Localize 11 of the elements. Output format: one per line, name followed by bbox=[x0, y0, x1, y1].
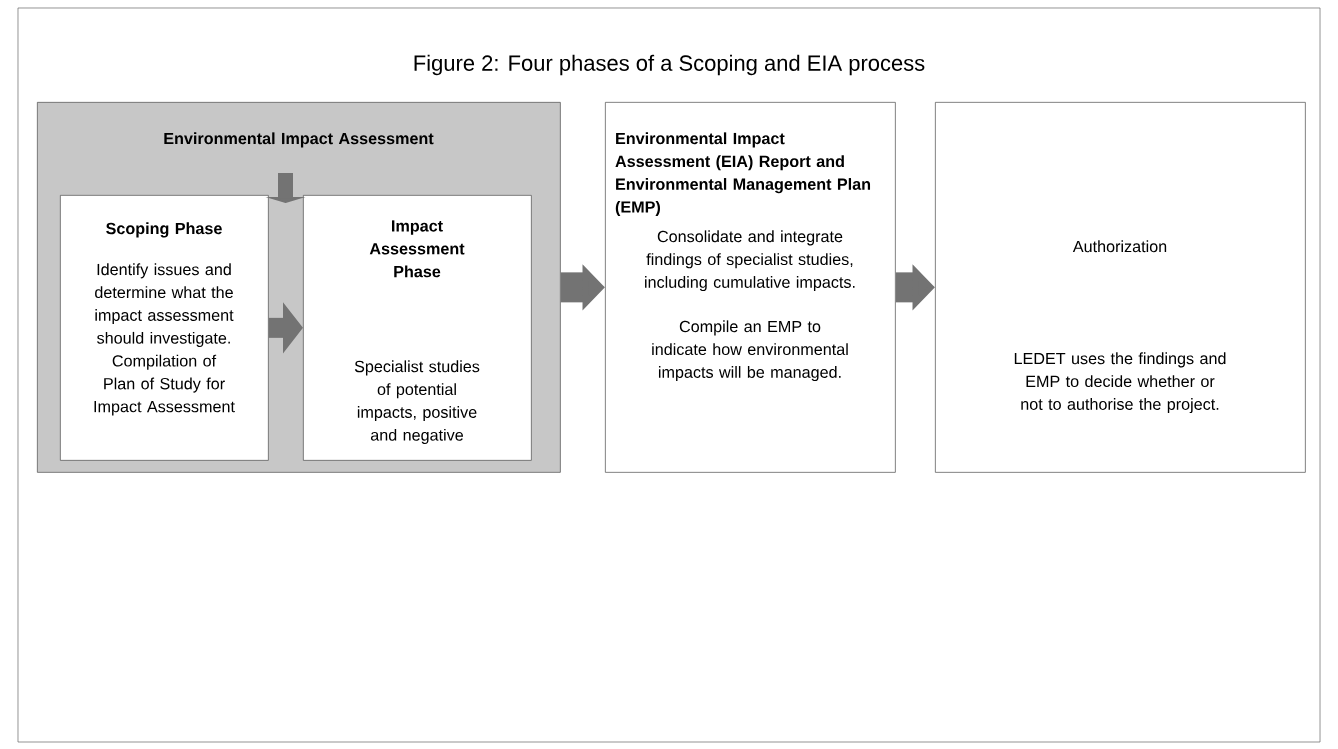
heading: Environmental Impact Assessment bbox=[164, 132, 434, 148]
body-text: Identify issues and determine what the impact assessment should investigate. Compilation of Plan of Study for Impact Assessment bbox=[94, 263, 235, 416]
body-text: LEDET uses the findings and EMP to decide whether or not to authorise the project. bbox=[1014, 352, 1226, 414]
heading: Scoping Phase bbox=[106, 222, 222, 238]
body-text: Specialist studies of potential impacts, positive and negative bbox=[354, 360, 480, 444]
body-text: Compile an EMP to indicate how environmental impacts will be managed. bbox=[652, 320, 848, 382]
heading: Impact Assessment Phase bbox=[369, 220, 465, 278]
body-text: Consolidate and integrate findings of specialist studies, including cumulative impacts. bbox=[645, 230, 855, 292]
heading: Environmental Impact Assessment (EIA) Report and Environmental Management Plan (EMP) bbox=[615, 132, 871, 216]
heading: Authorization bbox=[1072, 240, 1167, 253]
title: Figure 2: Four phases of a Scoping and EIA process bbox=[414, 54, 925, 76]
